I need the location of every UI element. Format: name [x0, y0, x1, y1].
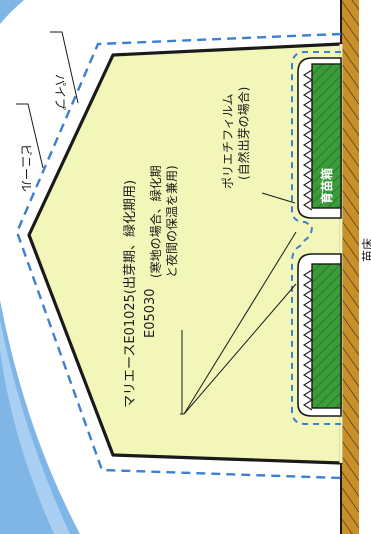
pipe-label: パイプ: [53, 74, 67, 110]
ground-hatching: [341, 0, 359, 534]
seedling-box-bottom-outline: [311, 263, 342, 409]
corner-sky-top: [0, 0, 24, 24]
main-product-label: マリエースE01025(出芽期、緑化期用): [123, 180, 138, 408]
vinyl-leader: [16, 103, 44, 169]
polyfilm-leader: [261, 192, 296, 204]
seedling-box-top-outline: [311, 63, 342, 209]
pipe-leader: [50, 31, 79, 104]
corner-sky-bottom: [0, 300, 80, 534]
sprouts-bottom: [302, 269, 314, 411]
seedling-box-bottom-hatch: [312, 264, 341, 408]
main-label-leader-1: [183, 231, 297, 415]
main-label-leader-2: [183, 283, 297, 415]
polyethylene-film-dashed: [291, 51, 341, 425]
seedbed-label: 苗床: [361, 238, 371, 262]
e05030-note-line1: (寒地の場合、緑化期: [148, 165, 163, 278]
e05030-label: E05030: [143, 288, 158, 338]
vinyl-label: ビニール: [19, 144, 33, 192]
seedling-box-label: 育苗箱: [319, 168, 334, 204]
polyfilm-title-label: ポリエチフィルム: [221, 93, 235, 189]
polyfilm-note-label: (自然出芽の場合): [236, 87, 251, 180]
e05030-note-line2: と夜間の保温を兼用): [164, 165, 179, 278]
sprouts-top: [302, 69, 314, 211]
seedling-box-top-hatch: [312, 64, 341, 208]
vinyl-dashed-line: [15, 32, 342, 480]
